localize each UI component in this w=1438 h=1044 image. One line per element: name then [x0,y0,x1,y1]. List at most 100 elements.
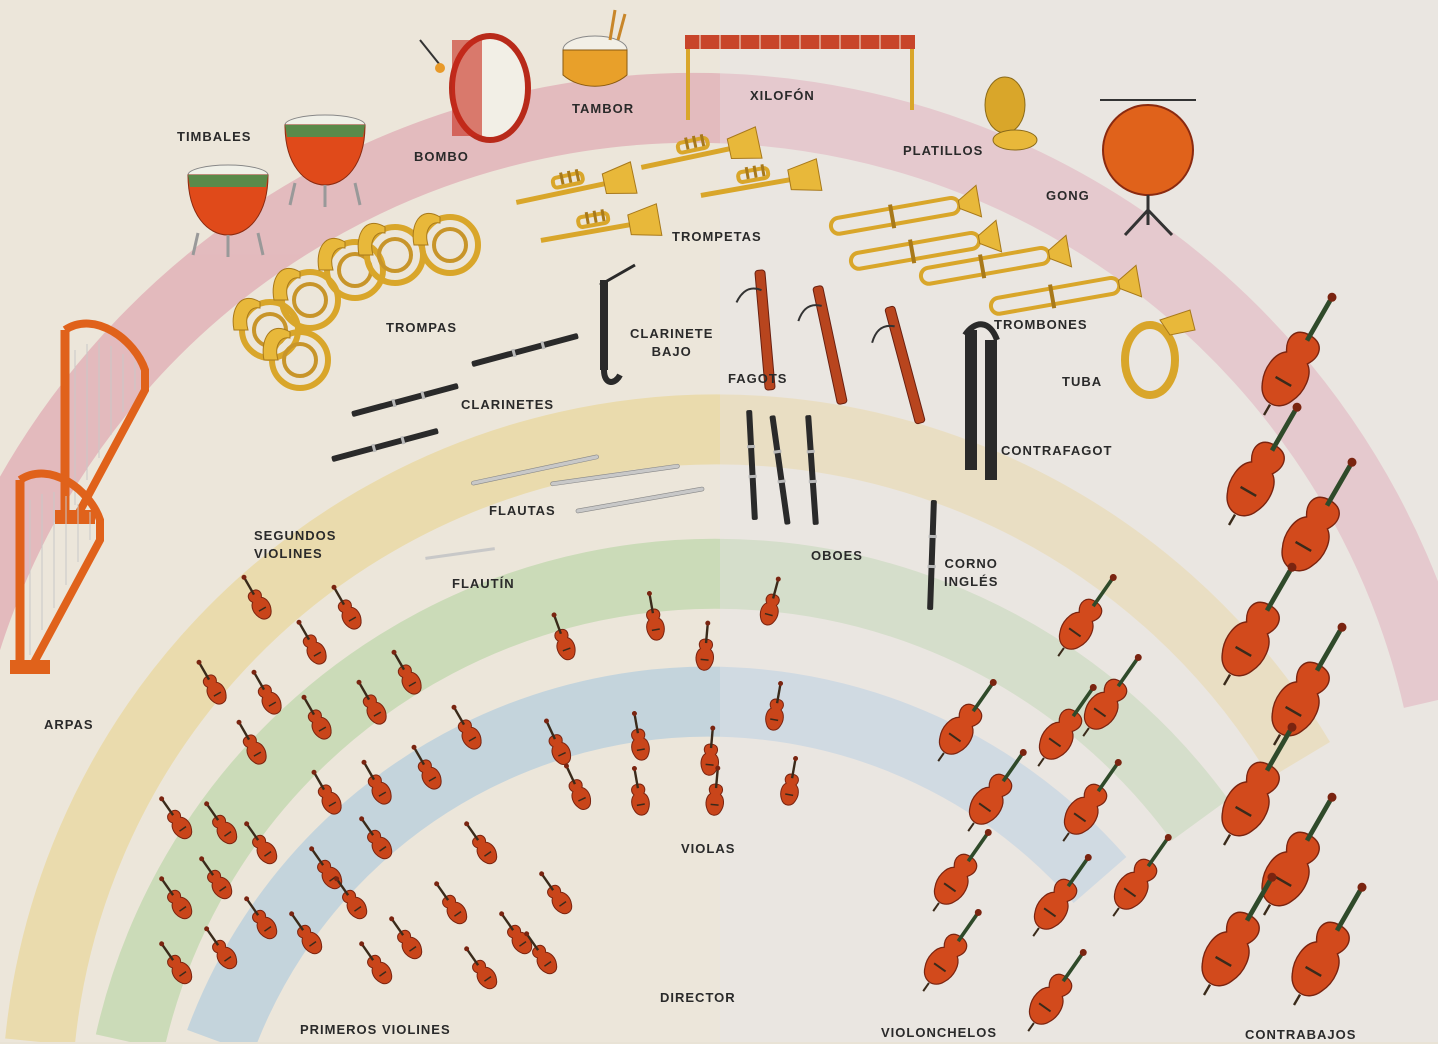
trompetas-drawing [512,123,822,256]
violin-icon [533,867,576,918]
violin-icon [353,937,396,988]
gong-drawing [1100,100,1196,235]
viola-icon [758,574,788,627]
violin-icon [385,646,425,698]
viola-icon [695,620,717,671]
violonchelos-drawing [911,566,1182,1039]
label-tambor: TAMBOR [572,100,634,118]
cello-icon [1071,646,1152,744]
label-tuba: TUBA [1062,373,1102,391]
label-contrabajos: CONTRABAJOS [1245,1026,1356,1044]
cello-icon [1046,566,1127,664]
cello-icon [921,821,1002,919]
viola-icon [779,755,805,807]
oboes-drawing [745,410,820,525]
label-segundos-violines-line2: VIOLINES [254,545,336,563]
violin-icon [428,877,471,928]
label-corno-ingles: CORNO INGLÉS [944,555,998,591]
contrafagot-drawing [965,324,997,480]
label-trompas: TROMPAS [386,319,457,337]
label-bombo: BOMBO [414,148,469,166]
violin-icon [295,691,335,743]
violin-icon [355,756,395,808]
label-flautin: FLAUTÍN [452,575,515,593]
violin-icon [445,701,485,753]
label-clarinete-bajo: CLARINETE BAJO [630,325,713,361]
label-violonchelos: VIOLONCHELOS [881,1024,997,1042]
label-segundos-violines-line1: SEGUNDOS [254,527,336,545]
tambor-drawing [563,10,627,86]
violin-icon [153,937,196,988]
violin-icon [283,907,326,958]
tuba-drawing [1125,310,1195,395]
viola-icon [640,590,666,642]
segundos-violines-drawing [190,571,485,818]
label-timbales: TIMBALES [177,128,251,146]
violin-icon [198,797,241,848]
label-clarinete-bajo-line2: BAJO [630,343,713,361]
platillos-drawing [985,77,1037,150]
cello-icon [956,741,1037,839]
corno-ingles-drawing [926,500,938,610]
label-segundos-violines: SEGUNDOS VIOLINES [254,527,336,563]
viola-icon [625,710,651,762]
violin-icon [350,676,390,728]
violin-icon [153,872,196,923]
label-fagots: FAGOTS [728,370,787,388]
violin-icon [458,817,501,868]
trompas-drawing [233,213,478,388]
bombo-drawing [420,36,528,140]
violin-icon [245,666,285,718]
violin-icon [290,616,330,668]
violin-icon [230,716,270,768]
trombones-drawing [828,185,1141,323]
violin-icon [238,892,281,943]
viola-icon [537,715,574,767]
label-corno-ingles-line1: CORNO [944,555,998,573]
clarinete-bajo-drawing [600,265,635,382]
violin-icon [305,766,345,818]
label-gong: GONG [1046,187,1090,205]
viola-icon [764,680,790,732]
violin-icon [405,741,445,793]
violin-icon [238,817,281,868]
label-clarinetes: CLARINETES [461,396,554,414]
violin-icon [383,912,426,963]
violas-drawing [537,574,804,816]
label-corno-ingles-line2: INGLÉS [944,573,998,591]
viola-icon [545,610,578,663]
viola-icon [557,760,594,812]
label-violas: VIOLAS [681,840,735,858]
cello-icon [1021,846,1102,944]
label-arpas: ARPAS [44,716,94,734]
primeros-violines-drawing [153,792,576,993]
flautin-drawing [425,547,495,560]
violin-icon [325,581,365,633]
label-contrafagot: CONTRAFAGOT [1001,442,1112,460]
arpas-drawing [10,324,145,674]
label-primeros-violines: PRIMEROS VIOLINES [300,1021,451,1039]
label-trompetas: TROMPETAS [672,228,762,246]
xilofon-drawing [685,35,915,120]
contrabajo-icon [1266,448,1373,591]
cello-icon [1051,751,1132,849]
label-oboes: OBOES [811,547,863,565]
label-trombones: TROMBONES [994,316,1088,334]
violin-icon [328,872,371,923]
label-xilofon: XILOFÓN [750,87,815,105]
label-platillos: PLATILLOS [903,142,983,160]
violin-icon [458,942,501,993]
contrabajo-icon [1256,613,1363,756]
contrabajos-drawing [1186,283,1383,1016]
cello-icon [926,671,1007,769]
violin-icon [198,922,241,973]
label-clarinete-bajo-line1: CLARINETE [630,325,713,343]
violin-icon [353,812,396,863]
label-director: DIRECTOR [660,989,736,1007]
cello-icon [1016,941,1097,1039]
cello-icon [911,901,992,999]
fagots-drawing [734,270,925,430]
violin-icon [190,656,230,708]
violin-icon [153,792,196,843]
